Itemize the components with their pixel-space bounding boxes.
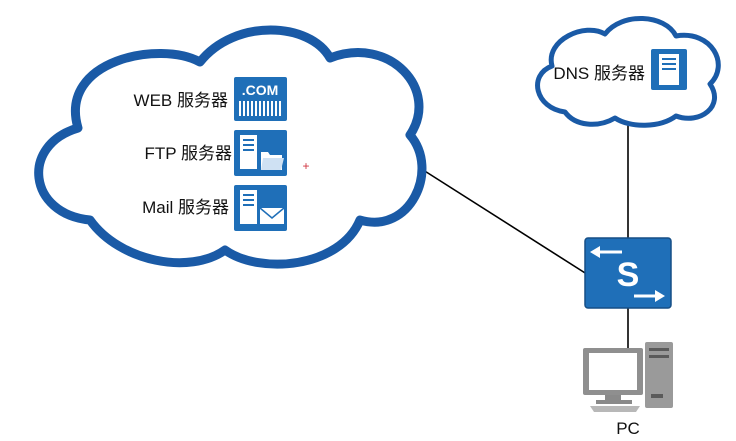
dns-cloud [535,16,721,128]
pc-label: PC [616,419,640,438]
web-server-label: WEB 服务器 [134,91,228,110]
link-cloud-to-switch [419,167,594,279]
internet-cloud [34,25,427,269]
svg-text:S: S [617,256,640,294]
cursor-marker: + [302,159,309,173]
mail-server-label: Mail 服务器 [142,198,229,217]
dns-server-label: DNS 服务器 [553,64,645,83]
dns-server-icon [651,49,687,90]
mail-server-icon [234,185,287,231]
pc-icon [583,342,673,412]
svg-text:.COM: .COM [242,82,279,98]
switch-icon: S [584,237,672,309]
ftp-server-icon [234,130,287,176]
web-server-icon: .COM [234,77,287,121]
ftp-server-label: FTP 服务器 [144,144,232,163]
